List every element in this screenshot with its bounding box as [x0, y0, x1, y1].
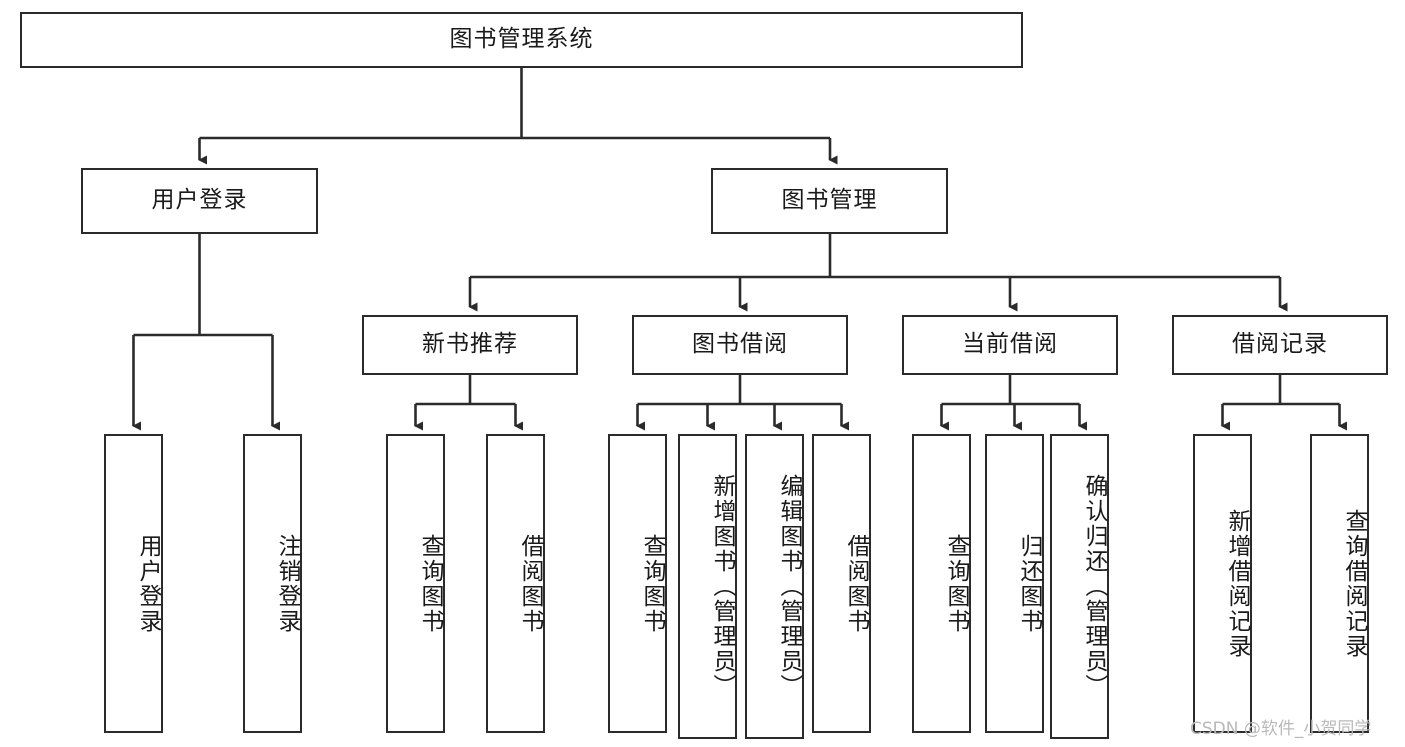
node-leaf-user-login-label: 用户登录 — [135, 533, 161, 634]
node-user-login-label: 用户登录 — [151, 187, 248, 214]
node-leaf-query-record-label: 查询借阅记录 — [1341, 508, 1367, 659]
node-leaf-query-book-1[interactable]: 查询图书 — [386, 434, 445, 733]
node-book-manage-label: 图书管理 — [781, 187, 878, 214]
node-leaf-query-book-2-label: 查询图书 — [639, 533, 665, 634]
node-leaf-add-record[interactable]: 新增借阅记录 — [1193, 434, 1252, 733]
node-leaf-borrow-book-2[interactable]: 借阅图书 — [812, 434, 871, 733]
node-leaf-query-book-3-label: 查询图书 — [943, 533, 969, 634]
node-leaf-query-book-1-label: 查询图书 — [417, 533, 443, 634]
node-book-borrow[interactable]: 图书借阅 — [632, 315, 848, 375]
node-new-book-rec-label: 新书推荐 — [422, 331, 518, 358]
node-user-login[interactable]: 用户登录 — [81, 168, 318, 234]
node-leaf-query-record[interactable]: 查询借阅记录 — [1310, 434, 1369, 733]
node-leaf-return-book[interactable]: 归还图书 — [985, 434, 1044, 733]
node-leaf-return-book-label: 归还图书 — [1016, 533, 1042, 634]
node-leaf-edit-book-label: 编辑图书（管理员） — [776, 474, 802, 699]
node-new-book-rec[interactable]: 新书推荐 — [362, 315, 578, 375]
node-leaf-logout-label: 注销登录 — [274, 533, 300, 634]
node-leaf-edit-book[interactable]: 编辑图书（管理员） — [745, 434, 804, 739]
node-leaf-confirm-return[interactable]: 确认归还（管理员） — [1050, 434, 1109, 739]
csdn-watermark: CSDN @软件_小贺同学 — [1190, 719, 1372, 739]
node-borrow-record-label: 借阅记录 — [1232, 331, 1328, 358]
node-leaf-add-book[interactable]: 新增图书（管理员） — [678, 434, 737, 739]
node-leaf-query-book-2[interactable]: 查询图书 — [608, 434, 667, 733]
node-current-borrow[interactable]: 当前借阅 — [902, 315, 1118, 375]
node-leaf-confirm-return-label: 确认归还（管理员） — [1081, 474, 1107, 699]
node-leaf-logout[interactable]: 注销登录 — [243, 434, 302, 733]
node-leaf-add-book-label: 新增图书（管理员） — [709, 474, 735, 699]
node-leaf-borrow-book-1[interactable]: 借阅图书 — [486, 434, 545, 733]
node-leaf-add-record-label: 新增借阅记录 — [1224, 508, 1250, 659]
node-root[interactable]: 图书管理系统 — [20, 12, 1023, 68]
node-current-borrow-label: 当前借阅 — [962, 331, 1058, 358]
node-leaf-query-book-3[interactable]: 查询图书 — [912, 434, 971, 733]
node-book-manage[interactable]: 图书管理 — [711, 168, 948, 234]
node-leaf-borrow-book-1-label: 借阅图书 — [517, 533, 543, 634]
node-leaf-user-login[interactable]: 用户登录 — [104, 434, 163, 733]
node-book-borrow-label: 图书借阅 — [692, 331, 788, 358]
node-borrow-record[interactable]: 借阅记录 — [1172, 315, 1388, 375]
node-root-label: 图书管理系统 — [449, 26, 594, 53]
node-leaf-borrow-book-2-label: 借阅图书 — [843, 533, 869, 634]
